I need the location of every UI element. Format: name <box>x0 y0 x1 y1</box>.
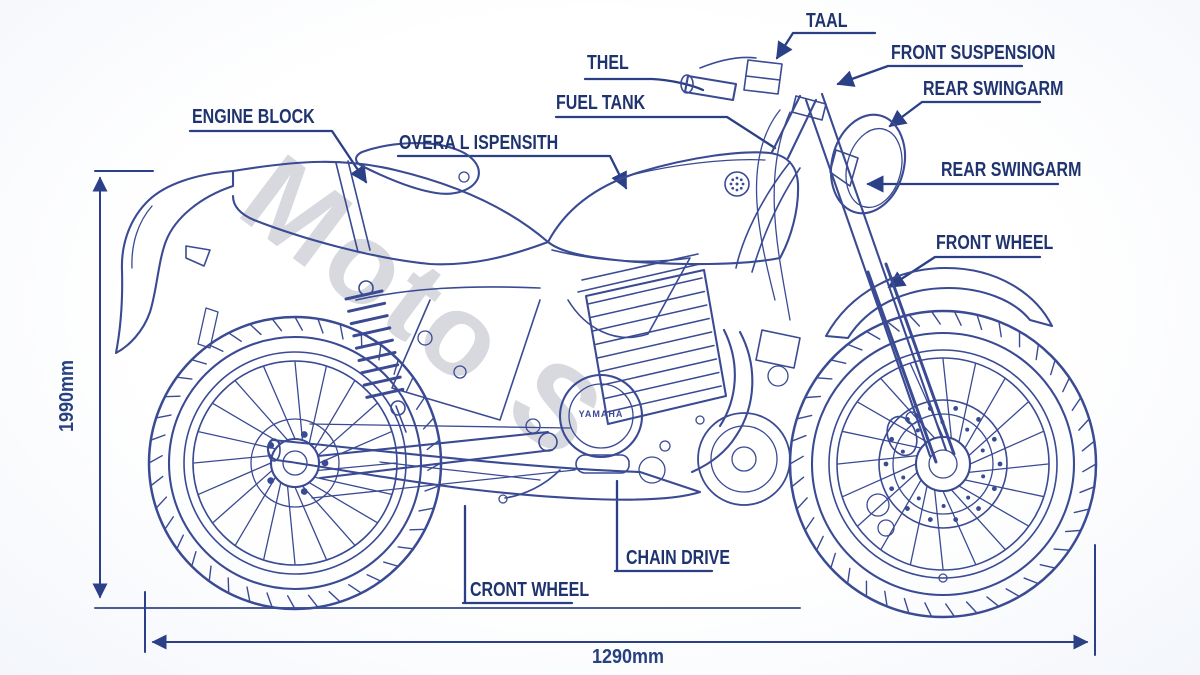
height-dimension-text: 1990mm <box>56 359 78 432</box>
exhaust <box>266 328 754 501</box>
engine-badge-text: YAMAHA <box>578 409 624 419</box>
label-rear-swingarm-upper: REAR SWINGARM <box>923 78 1064 100</box>
label-cront-wheel: CRONT WHEEL <box>470 579 590 601</box>
length-dimension <box>94 544 1096 656</box>
engine <box>498 253 801 506</box>
label-front-wheel: FRONT WHEEL <box>936 232 1054 254</box>
label-rear-swingarm-lower: REAR SWINGARM <box>941 159 1082 181</box>
headlight <box>829 113 907 215</box>
frame <box>355 161 801 434</box>
label-tail: TAAL <box>806 10 848 32</box>
label-chain-drive: CHAIN DRIVE <box>626 547 731 569</box>
length-dimension-text: 1290mm <box>591 646 665 668</box>
label-engine-block: ENGINE BLOCK <box>192 106 315 128</box>
label-thel: THEL <box>587 52 629 74</box>
label-front-suspension: FRONT SUSPENSION <box>891 42 1056 64</box>
tail-section <box>114 169 235 355</box>
label-overall: OVERA L ISPENSITH <box>399 132 559 154</box>
seat <box>231 142 550 266</box>
generated-detail <box>148 176 1097 618</box>
height-dimension <box>92 170 154 599</box>
swingarm-chain <box>309 423 576 499</box>
front-fork <box>804 92 1054 537</box>
label-fuel-tank: FUEL TANK <box>556 92 646 114</box>
fuel-tank <box>546 151 800 266</box>
motorcycle <box>114 56 1098 619</box>
front-wheel <box>788 309 1098 619</box>
handlebar-area <box>680 56 827 321</box>
